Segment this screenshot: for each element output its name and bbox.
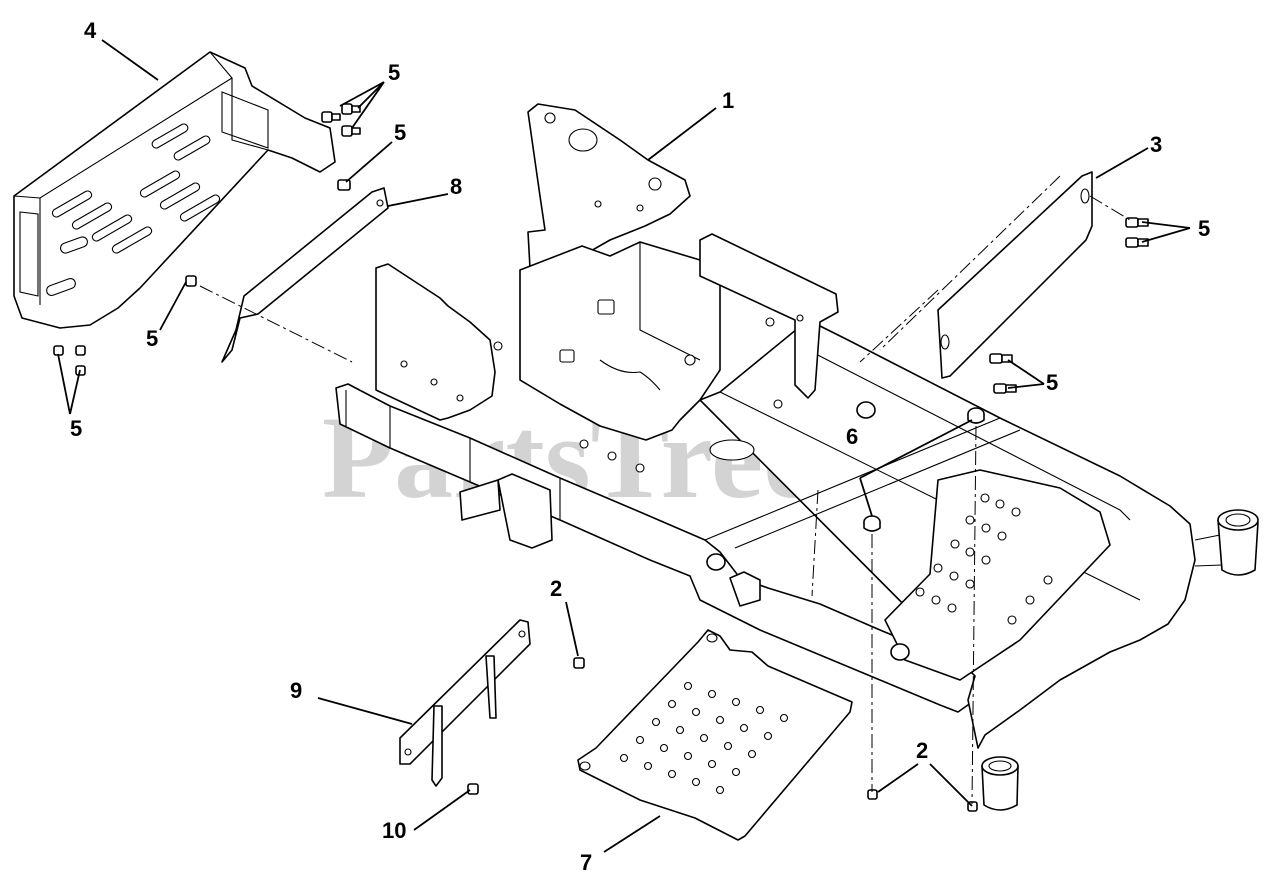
callout-cap-screw: 2 [916, 738, 928, 763]
callout-labels: 1 4 5 5 5 5 8 3 5 5 6 2 9 2 10 7 [70, 18, 1210, 875]
bolt-icon [53, 345, 64, 356]
leader-lines [57, 39, 1191, 853]
callout-bolts: 5 [146, 326, 158, 351]
rear-frame-part[interactable] [13, 51, 336, 329]
bolt-icon [1125, 237, 1149, 248]
bolt-icon [185, 275, 197, 287]
callout-rear-frame: 4 [84, 18, 97, 43]
callout-plug: 6 [846, 424, 858, 449]
callout-screw: 10 [382, 818, 406, 843]
plug-icon [967, 407, 985, 424]
bracket-part[interactable] [399, 619, 531, 787]
plug-icon [863, 515, 881, 532]
assembly-lines [199, 175, 1131, 805]
left-panel-part[interactable] [221, 187, 389, 363]
bolt-icon [993, 383, 1017, 394]
right-plate-part[interactable] [937, 171, 1093, 379]
bolt-icon [337, 179, 351, 191]
callout-right-plate: 3 [1150, 132, 1162, 157]
callout-bolts: 5 [70, 416, 82, 441]
bolt-icon [341, 103, 361, 115]
callout-cap-screw: 2 [550, 576, 562, 601]
callout-foot-plate: 7 [580, 850, 592, 875]
callout-bolts: 5 [394, 120, 406, 145]
frame-perforations [915, 493, 1053, 625]
screw-icon [573, 657, 585, 669]
callout-bolts: 5 [1198, 216, 1210, 241]
callout-bolts: 5 [388, 60, 400, 85]
callout-frame: 1 [722, 88, 734, 113]
bolt-icon [321, 111, 341, 123]
foot-plate-part[interactable] [577, 629, 853, 841]
callout-left-panel: 8 [450, 174, 462, 199]
rear-frame-slots [46, 123, 221, 296]
screw-icon [467, 783, 479, 795]
bolt-icon [341, 125, 361, 137]
callout-bolts: 5 [1046, 370, 1058, 395]
bolt-icon [989, 353, 1013, 364]
bolt-icon [75, 345, 86, 356]
main-frame-part[interactable] [335, 103, 1259, 811]
foot-plate-perforations [619, 681, 789, 795]
callout-bracket: 9 [290, 678, 302, 703]
